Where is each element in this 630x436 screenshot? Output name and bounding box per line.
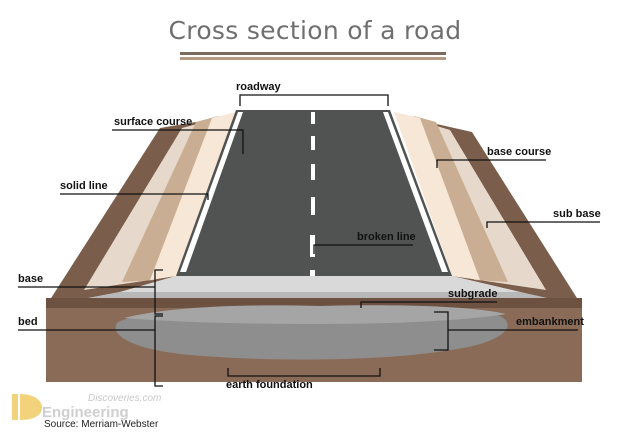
broken-line-dash [310,235,315,257]
broken-line-dash [311,197,315,215]
label-subgrade: subgrade [448,288,498,300]
embankment-bracket [434,311,449,351]
surface-course-leader [112,129,244,154]
roadway-bracket [239,94,389,106]
base-layer-top [120,276,520,292]
earth-foundation-bracket [227,368,381,377]
broken-line-dash [311,112,315,124]
shoulder-left [150,112,236,280]
embankment-top [124,305,506,324]
broken-line-dash [311,164,315,180]
bed-bracket [154,315,163,387]
asphalt-surface [176,110,452,276]
label-bed: bed [18,316,38,328]
title-rule-light [180,57,446,60]
watermark-discoveries: Discoveries.com [88,393,162,404]
source-credit: Source: Merriam-Webster [44,419,159,430]
diagram-title: Cross section of a road [168,16,462,45]
watermark-logo-icon [12,394,42,420]
label-base-course: base course [487,146,551,158]
label-embankment: embankment [516,316,584,328]
callout-lines [18,94,600,387]
solid-line-right [383,112,448,272]
sub-base-leader [486,221,600,228]
base-course-leader [436,159,546,168]
label-base: base [18,273,43,285]
title-rule-dark [180,52,446,55]
label-earth-foundation: earth foundation [226,379,313,391]
label-solid-line: solid line [60,180,108,192]
broken-line-dash [311,136,315,150]
base-course-left [122,116,218,282]
broken-line-dash [310,270,315,278]
solid-line-leader [60,193,209,200]
solid-line-left [180,112,243,272]
label-broken-line: broken line [357,231,416,243]
subgrade-leader [360,301,497,308]
label-sub-base: sub base [553,208,601,220]
base-course-right [414,116,508,282]
base-bracket [154,269,163,315]
label-surface-course: surface course [114,116,192,128]
base-layer-front [46,292,582,306]
subgrade-band [46,298,582,308]
label-roadway: roadway [236,81,282,93]
watermark-engineering: Engineering [42,404,129,421]
shoulder-right [394,112,480,280]
broken-line-leader [313,244,413,254]
